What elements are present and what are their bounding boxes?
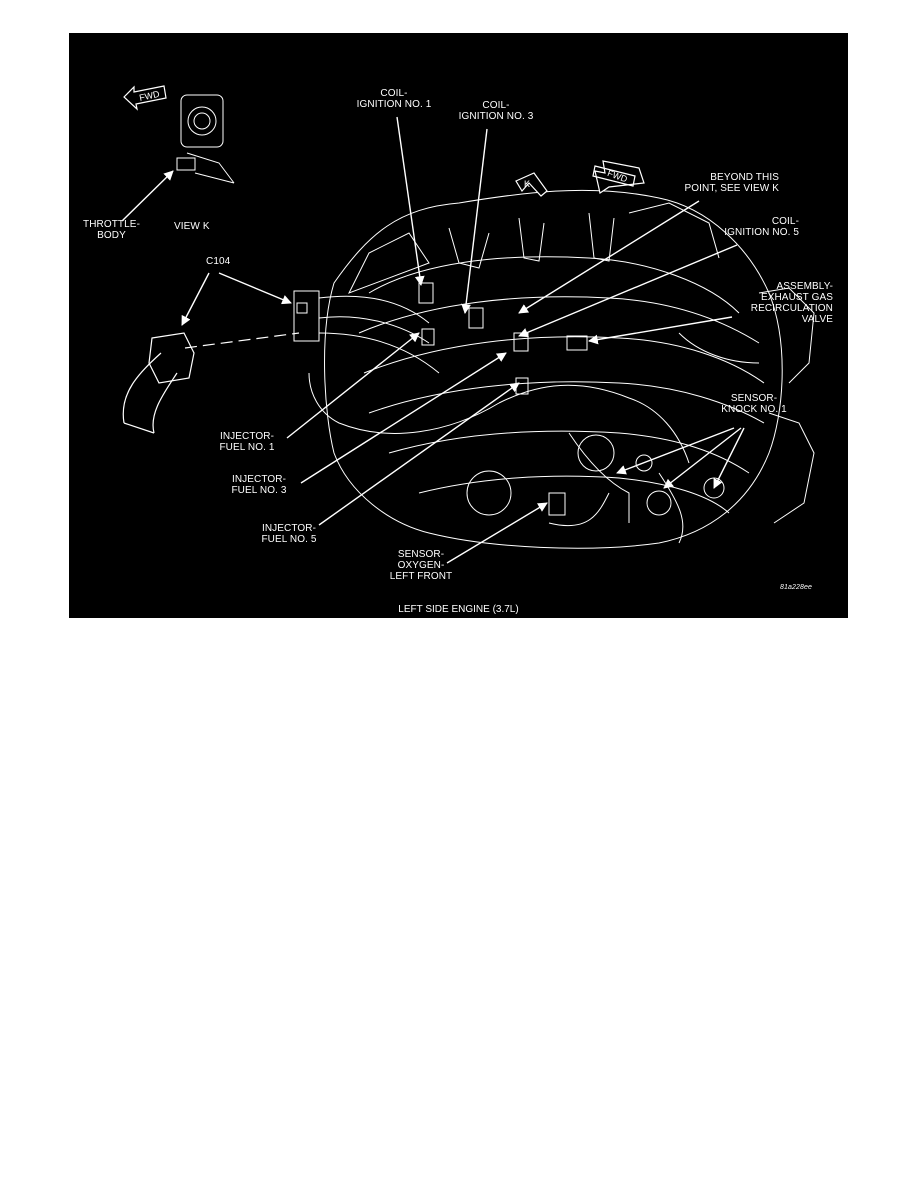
direction-arrows bbox=[123, 85, 645, 197]
leader-lines bbox=[121, 116, 745, 564]
label-view-k: VIEW K bbox=[174, 221, 210, 232]
label-oxygen-sensor: SENSOR-OXYGEN-LEFT FRONT bbox=[389, 549, 453, 582]
throttle-body bbox=[176, 94, 235, 184]
engine-drawing: FWD FWD K bbox=[69, 33, 848, 618]
label-knock-sensor: SENSOR-KNOCK NO. 1 bbox=[721, 393, 787, 415]
label-injector-fuel-5: INJECTOR-FUEL NO. 5 bbox=[261, 523, 317, 545]
label-injector-fuel-1: INJECTOR-FUEL NO. 1 bbox=[219, 431, 275, 453]
label-throttle-body: THROTTLE-BODY bbox=[82, 219, 140, 241]
c104-connector bbox=[122, 332, 300, 434]
fwd-arrow-label-1: FWD bbox=[138, 89, 161, 103]
label-coil-ignition-5: COIL-IGNITION NO. 5 bbox=[724, 216, 799, 238]
label-injector-fuel-3: INJECTOR-FUEL NO. 3 bbox=[231, 474, 287, 496]
k-arrow-label: K bbox=[524, 179, 530, 189]
engine-diagram: FWD FWD K COIL-IGNITION NO. 1 COIL-IGNI bbox=[69, 33, 848, 618]
engine-block bbox=[293, 189, 815, 549]
figure-id: 81a228ee bbox=[780, 584, 812, 591]
label-coil-ignition-1: COIL-IGNITION NO. 1 bbox=[356, 88, 432, 110]
figure-caption: LEFT SIDE ENGINE (3.7L) bbox=[398, 604, 519, 615]
label-c104: C104 bbox=[206, 256, 231, 267]
label-coil-ignition-3: COIL-IGNITION NO. 3 bbox=[458, 100, 534, 122]
